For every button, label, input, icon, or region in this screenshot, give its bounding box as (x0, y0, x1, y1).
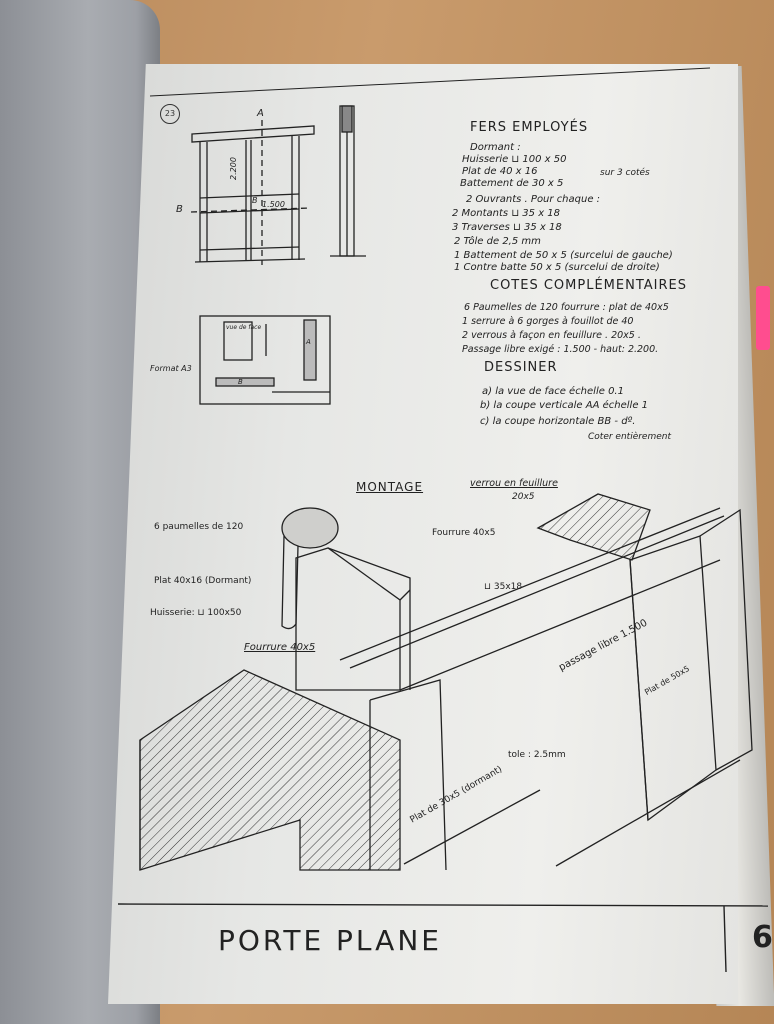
section-mark-b: B (176, 204, 183, 215)
dessiner-line-3: c) la coupe horizontale BB - dº. (480, 416, 636, 427)
format-mark-b: B (238, 378, 243, 386)
dessiner-title: DESSINER (484, 360, 558, 375)
footer-title: PORTE PLANE (218, 924, 442, 957)
fers-brace-note: sur 3 cotés (600, 168, 650, 178)
bookmark-tab (756, 286, 770, 350)
section-mark-a: A (257, 108, 264, 119)
fers-line-8: 2 Tôle de 2,5 mm (454, 236, 541, 247)
fers-line-4: Battement de 30 x 5 (460, 178, 564, 189)
vue-de-face-label: vue de face (226, 324, 262, 331)
fers-line-7: 3 Traverses ⊔ 35 x 18 (452, 222, 562, 233)
fers-line-3: Plat de 40 x 16 (462, 166, 538, 177)
fers-line-2: Huisserie ⊔ 100 x 50 (462, 154, 567, 165)
cotes-line-2: 1 serrure à 6 gorges à fouillot de 40 (462, 316, 634, 327)
footer-page-number: 6 (752, 920, 773, 955)
label-huisserie: Huisserie: ⊔ 100x50 (150, 608, 242, 618)
label-plat-dormant: Plat 40x16 (Dormant) (154, 576, 252, 586)
format-label: Format A3 (150, 364, 192, 373)
dessiner-line-4: Coter entièrement (588, 432, 671, 442)
label-fourrure-top: Fourrure 40x5 (432, 528, 496, 538)
format-mark-a: A (306, 338, 311, 346)
dim-width: 1.500 (262, 200, 285, 209)
dim-height: 2.200 (228, 157, 238, 180)
label-fourrure-left: Fourrure 40x5 (244, 642, 316, 653)
verrou-label: verrou en feuillure (470, 478, 558, 489)
cotes-title: COTES COMPLÉMENTAIRES (490, 278, 687, 293)
verrou-size: 20x5 (512, 492, 535, 502)
fers-line-6: 2 Montants ⊔ 35 x 18 (452, 208, 561, 219)
montage-title: MONTAGE (356, 480, 424, 494)
page-number-circle: 23 (160, 104, 180, 124)
cotes-line-4: Passage libre exigé : 1.500 - haut: 2.20… (462, 344, 659, 355)
label-tole: tole : 2.5mm (508, 750, 566, 760)
label-u-35: ⊔ 35x18 (484, 582, 523, 592)
fers-line-9: 1 Battement de 50 x 5 (surcelui de gauch… (454, 250, 673, 261)
cotes-line-1: 6 Paumelles de 120 fourrure : plat de 40… (464, 302, 669, 313)
fers-title: FERS EMPLOYÉS (470, 120, 589, 135)
fers-line-1: Dormant : (470, 142, 521, 153)
fers-line-10: 1 Contre batte 50 x 5 (surcelui de droit… (454, 262, 660, 273)
section-mark-b-inner: B (252, 196, 258, 205)
cotes-line-3: 2 verrous à façon en feuillure . 20x5 . (462, 330, 641, 341)
dessiner-line-1: a) la vue de face échelle 0.1 (482, 386, 624, 397)
fers-line-5: 2 Ouvrants . Pour chaque : (466, 194, 601, 205)
dessiner-line-2: b) la coupe verticale AA échelle 1 (480, 400, 649, 411)
label-paumelles: 6 paumelles de 120 (154, 522, 244, 532)
